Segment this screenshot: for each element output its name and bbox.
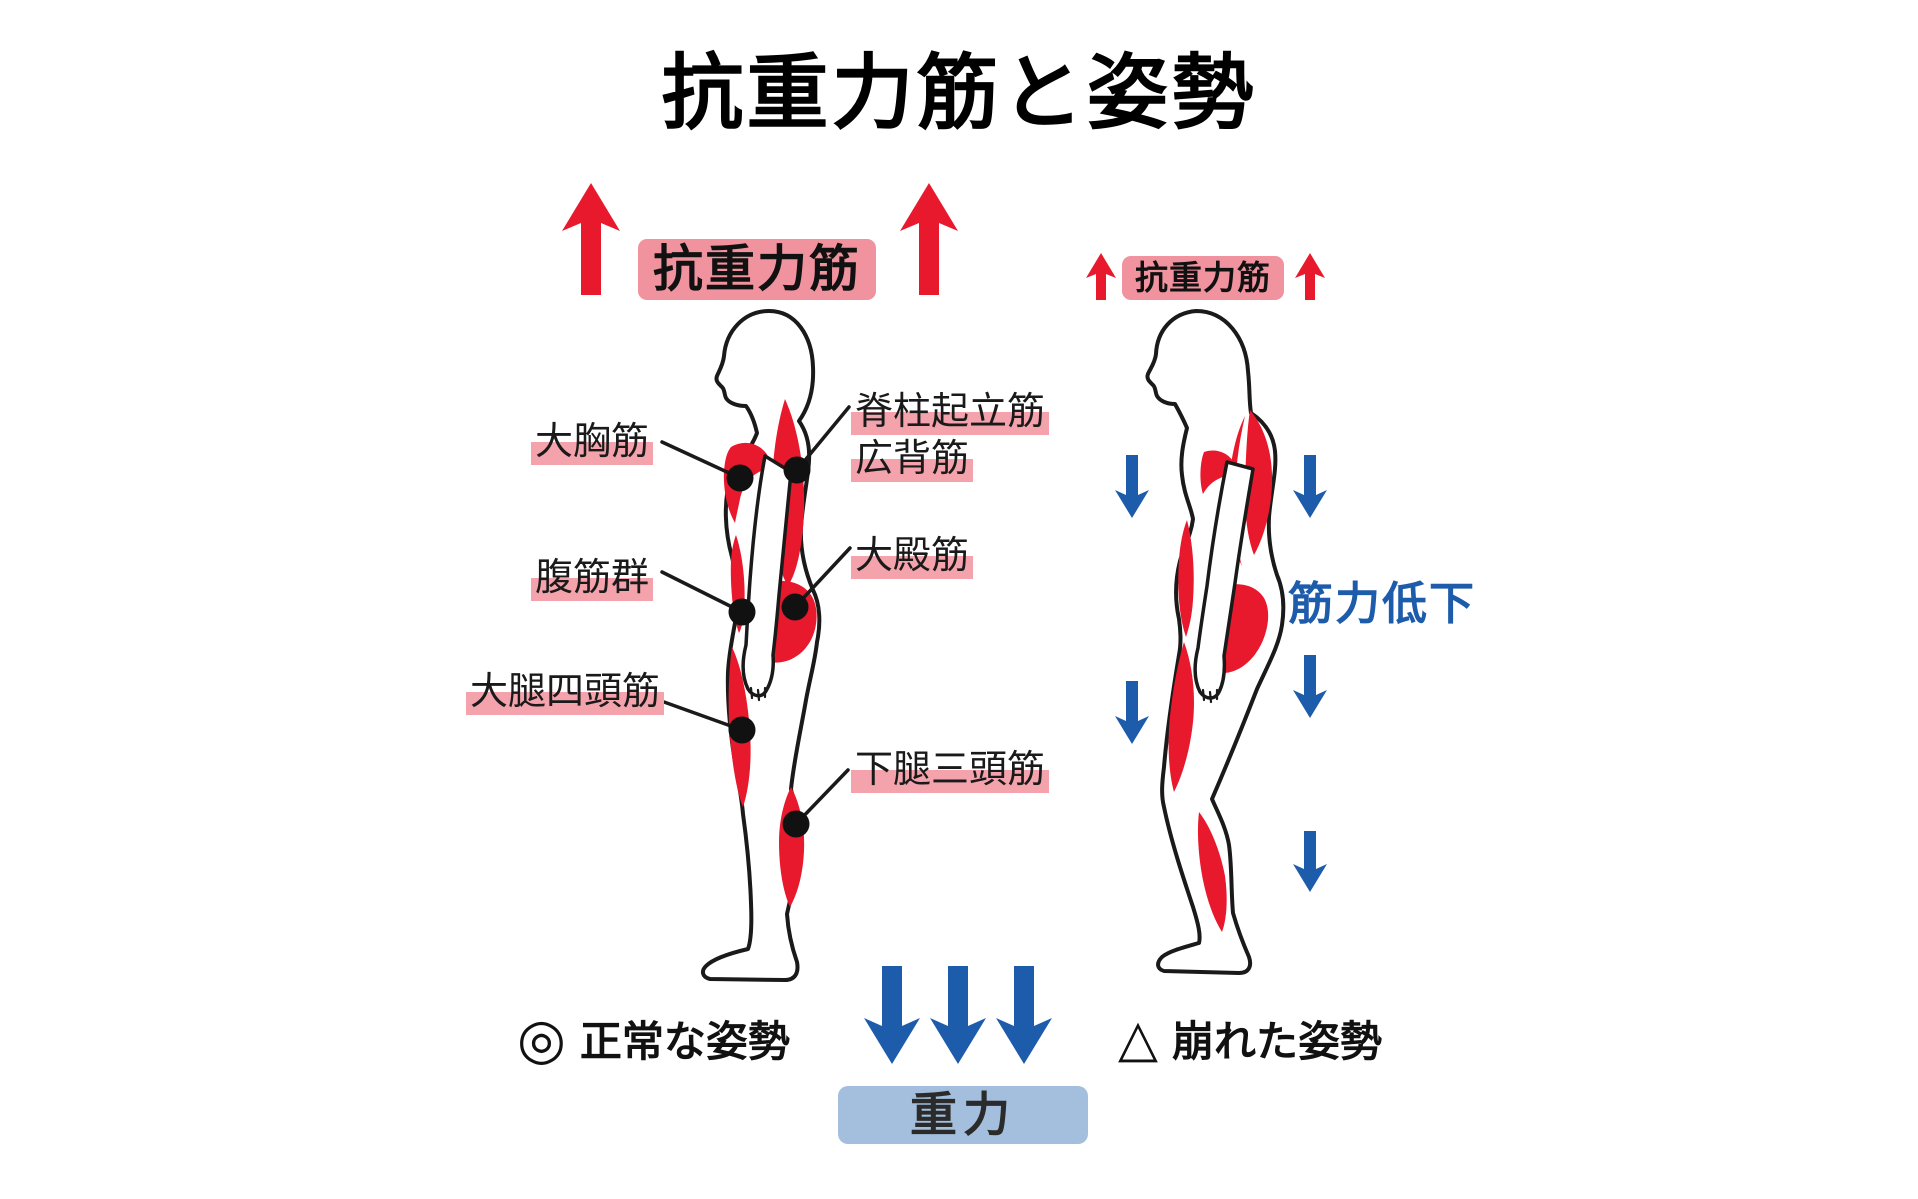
down-arrow-icon: [930, 966, 986, 1064]
down-arrow-icon: [996, 966, 1052, 1064]
triangle-icon: △: [1118, 1009, 1158, 1068]
right-hand-fingers: [1201, 688, 1219, 704]
connector-line: [795, 405, 851, 472]
muscle-dot: [783, 456, 811, 484]
label-triceps-surae-text: 下腿三頭筋: [851, 738, 1050, 793]
caption-normal-posture: ◎ 正常な姿勢: [517, 1008, 790, 1069]
down-arrow-icon: [1293, 455, 1327, 518]
double-circle-icon: ◎: [517, 1006, 566, 1070]
connector-line: [662, 700, 744, 732]
label-abdominal-group-text: 腹筋群: [531, 546, 654, 601]
down-arrow-icon: [1293, 831, 1327, 892]
muscle-dot: [781, 593, 809, 621]
left-arm: [741, 454, 793, 698]
label-pectoralis-major: 大胸筋: [531, 410, 654, 465]
blue-down-arrows: [1115, 455, 1327, 892]
connector-line: [660, 440, 742, 480]
left-body-figure: [700, 309, 822, 982]
caption-collapsed-posture: △ 崩れた姿勢: [1118, 1008, 1382, 1069]
muscle-dots: [726, 456, 811, 838]
gravity-arrows: [864, 966, 1052, 1064]
right-quadriceps-muscle: [1168, 642, 1194, 792]
label-latissimus-dorsi-text: 広背筋: [851, 427, 974, 482]
right-abdominal-muscle: [1178, 520, 1194, 637]
connector-line: [660, 570, 744, 614]
label-triceps-surae: 下腿三頭筋: [851, 738, 1050, 793]
label-pectoralis-major-text: 大胸筋: [531, 410, 654, 465]
antigravity-badge-right: 抗重力筋: [1122, 256, 1284, 300]
label-gluteus-maximus: 大殿筋: [851, 524, 974, 579]
label-erector-spinae: 脊柱起立筋: [851, 380, 1050, 435]
right-back-muscle: [1244, 410, 1273, 555]
down-arrow-icon: [1293, 655, 1327, 718]
muscle-dot: [726, 464, 754, 492]
label-abdominal-group: 腹筋群: [531, 546, 654, 601]
right-calf-muscle: [1197, 812, 1227, 932]
muscle-dot: [728, 716, 756, 744]
caption-collapsed-posture-text: 崩れた姿勢: [1172, 1018, 1383, 1065]
gravity-label-box: 重力: [838, 1086, 1088, 1144]
red-up-arrows: [562, 183, 1325, 300]
muscle-weakness-label: 筋力低下: [1288, 578, 1477, 629]
down-arrow-icon: [1115, 455, 1149, 518]
label-gluteus-maximus-text: 大殿筋: [851, 524, 974, 579]
down-arrow-icon: [1115, 681, 1149, 744]
label-erector-spinae-text: 脊柱起立筋: [851, 380, 1050, 435]
down-arrow-icon: [864, 966, 920, 1064]
muscle-dot: [782, 810, 810, 838]
antigravity-badge-left: 抗重力筋: [638, 239, 876, 300]
right-body-figure: [1145, 309, 1286, 975]
label-latissimus-dorsi: 広背筋: [851, 427, 974, 482]
up-arrow-icon: [562, 183, 620, 295]
up-arrow-icon: [900, 183, 958, 295]
caption-normal-posture-text: 正常な姿勢: [579, 1018, 790, 1065]
page-title: 抗重力筋と姿勢: [661, 48, 1257, 139]
up-arrow-icon: [1295, 253, 1325, 300]
up-arrow-icon: [1086, 253, 1116, 300]
left-hand-fingers: [749, 686, 767, 702]
label-quadriceps-text: 大腿四頭筋: [466, 660, 665, 715]
label-quadriceps: 大腿四頭筋: [466, 660, 665, 715]
muscle-dot: [728, 598, 756, 626]
